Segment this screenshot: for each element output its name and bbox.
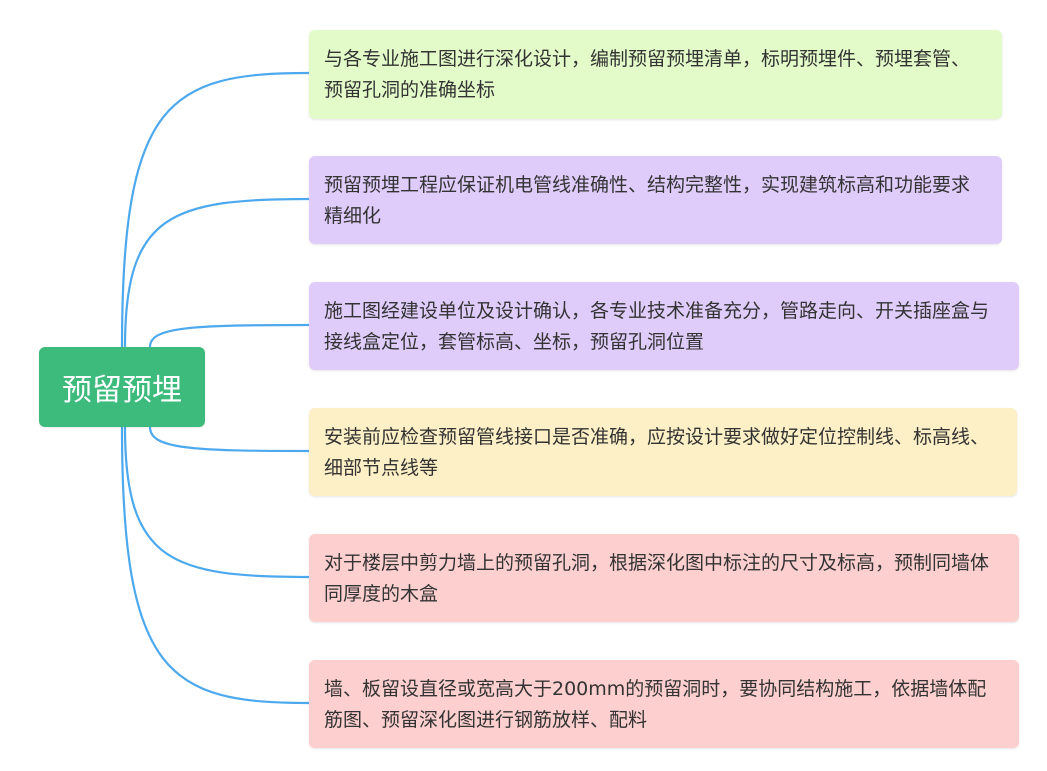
root-topic[interactable]: 预留预埋 bbox=[39, 347, 205, 427]
connector-line-1 bbox=[120, 71, 310, 348]
branch-topic-2[interactable]: 预留预埋工程应保证机电管线准确性、结构完整性，实现建筑标高和功能要求精细化 bbox=[309, 156, 1002, 244]
connector-line-4 bbox=[148, 426, 310, 453]
branch-topic-6[interactable]: 墙、板留设直径或宽高大于200mm的预留洞时，要协同结构施工，依据墙体配筋图、预… bbox=[309, 660, 1019, 748]
connector-line-6 bbox=[120, 426, 310, 705]
branch-topic-3[interactable]: 施工图经建设单位及设计确认，各专业技术准备充分，管路走向、开关插座盒与接线盒定位… bbox=[309, 282, 1019, 370]
connector-line-2 bbox=[123, 197, 310, 348]
branch-topic-1[interactable]: 与各专业施工图进行深化设计，编制预留预埋清单，标明预埋件、预埋套管、预留孔洞的准… bbox=[309, 30, 1002, 119]
connector-line-3 bbox=[148, 323, 310, 348]
connector-line-5 bbox=[123, 426, 310, 579]
branch-topic-4[interactable]: 安装前应检查预留管线接口是否准确，应按设计要求做好定位控制线、标高线、细部节点线… bbox=[309, 408, 1017, 496]
branch-topic-5[interactable]: 对于楼层中剪力墙上的预留孔洞，根据深化图中标注的尺寸及标高，预制同墙体同厚度的木… bbox=[309, 534, 1019, 622]
